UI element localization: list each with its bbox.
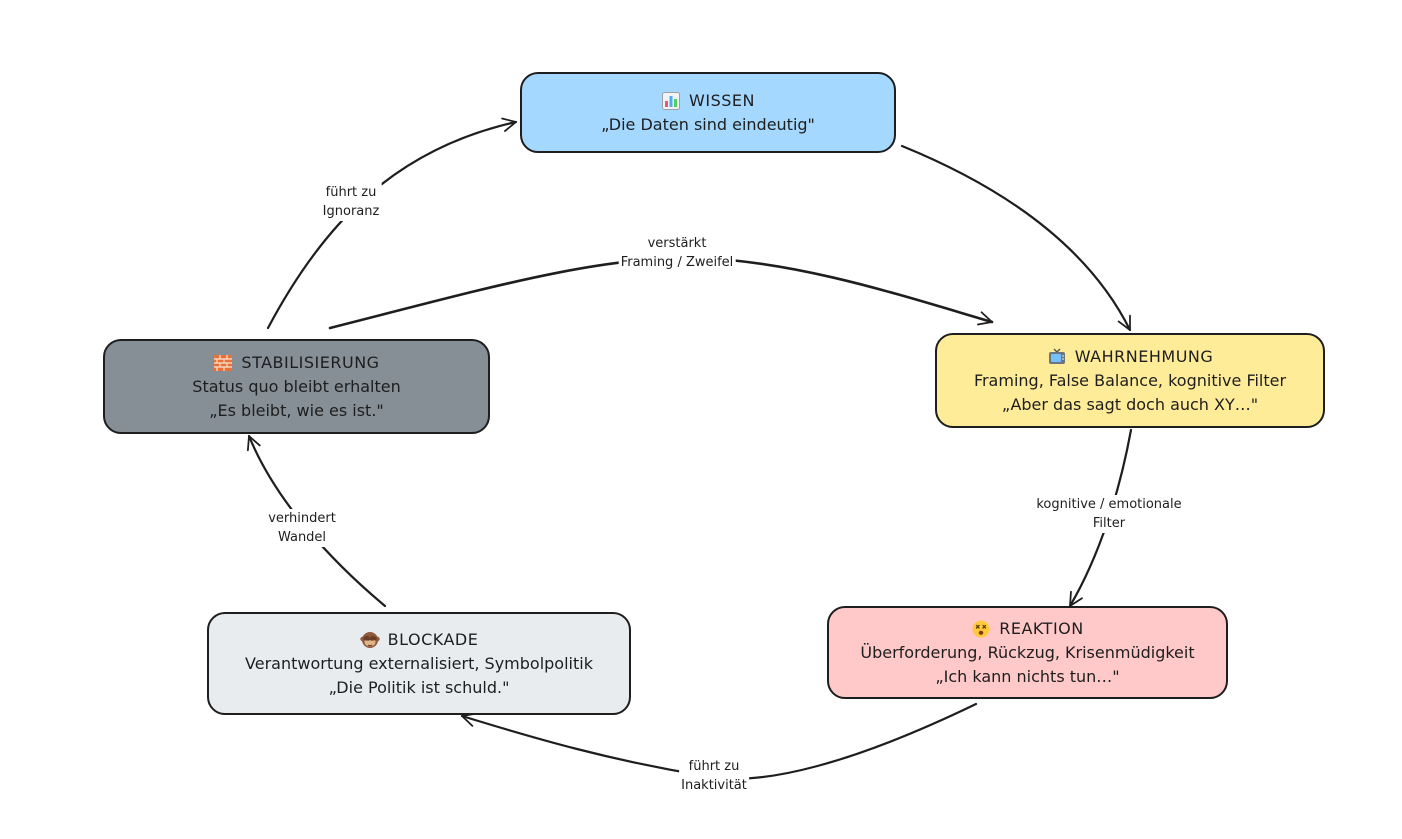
brick-wall-icon [213,353,233,373]
edge-label-verstaerkt-framing: verstärkt Framing / Zweifel [618,234,736,272]
node-text-line: „Die Daten sind eindeutig" [601,114,815,134]
node-blockade[interactable]: BLOCKADE Verantwortung externalisiert, S… [207,612,631,715]
node-title-row: STABILISIERUNG [213,351,379,375]
edge-label-verhindert-wandel: verhindert Wandel [266,509,338,547]
edge-wissen-to-wahrnehmung [900,144,1132,332]
see-no-evil-monkey-icon [359,630,380,650]
node-text-line: „Aber das sagt doch auch XY…" [1001,394,1259,414]
node-title-row: WISSEN [661,89,755,113]
node-title: REAKTION [999,618,1084,638]
edge-label-fuehrt-zu-ignoranz: führt zu Ignoranz [320,183,382,221]
edge-label-fuehrt-zu-inaktivitaet: führt zu Inaktivität [679,757,749,795]
node-text-line: Framing, False Balance, kognitive Filter [973,370,1287,390]
node-title: BLOCKADE [387,629,479,649]
node-title: WISSEN [689,90,755,110]
node-title-row: BLOCKADE [359,628,479,652]
node-wahrnehmung[interactable]: WAHRNEHMUNG Framing, False Balance, kogn… [935,333,1325,428]
edge-stabilisierung-to-wissen [266,117,518,330]
dizzy-face-icon [971,619,991,639]
edge-label-line: kognitive / emotionale [1036,497,1182,512]
node-title: STABILISIERUNG [241,352,380,372]
node-text-line: Überforderung, Rückzug, Krisenmüdigkeit [860,642,1195,662]
node-text-line: Verantwortung externalisiert, Symbolpoli… [245,653,593,673]
edge-label-line: führt zu [325,185,377,200]
node-text-line: „Es bleibt, wie es ist." [209,400,384,420]
node-stabilisierung[interactable]: STABILISIERUNG Status quo bleibt erhalte… [103,339,490,434]
edge-label-line: Filter [1092,516,1126,531]
node-text-line: „Die Politik ist schuld." [328,677,510,697]
node-title-row: REAKTION [971,617,1083,641]
node-title-row: WAHRNEHMUNG [1047,345,1214,369]
node-reaktion[interactable]: REAKTION Überforderung, Rückzug, Krisenm… [827,606,1228,699]
edge-label-line: Wandel [277,530,327,545]
television-icon [1047,347,1067,367]
bar-chart-icon [661,91,681,111]
edge-label-line: führt zu [688,759,740,774]
node-text-line: Status quo bleibt erhalten [192,376,401,396]
edge-label-kognitive-filter: kognitive / emotionale Filter [1034,495,1184,533]
edge-label-line: Inaktivität [681,778,747,793]
node-wissen[interactable]: WISSEN „Die Daten sind eindeutig" [520,72,896,153]
edge-label-line: Framing / Zweifel [620,255,734,270]
node-text-line: „Ich kann nichts tun…" [935,666,1120,686]
edge-label-line: Ignoranz [322,204,380,219]
node-title: WAHRNEHMUNG [1074,346,1214,366]
edge-label-line: verstärkt [647,236,707,251]
edge-label-line: verhindert [268,511,336,526]
